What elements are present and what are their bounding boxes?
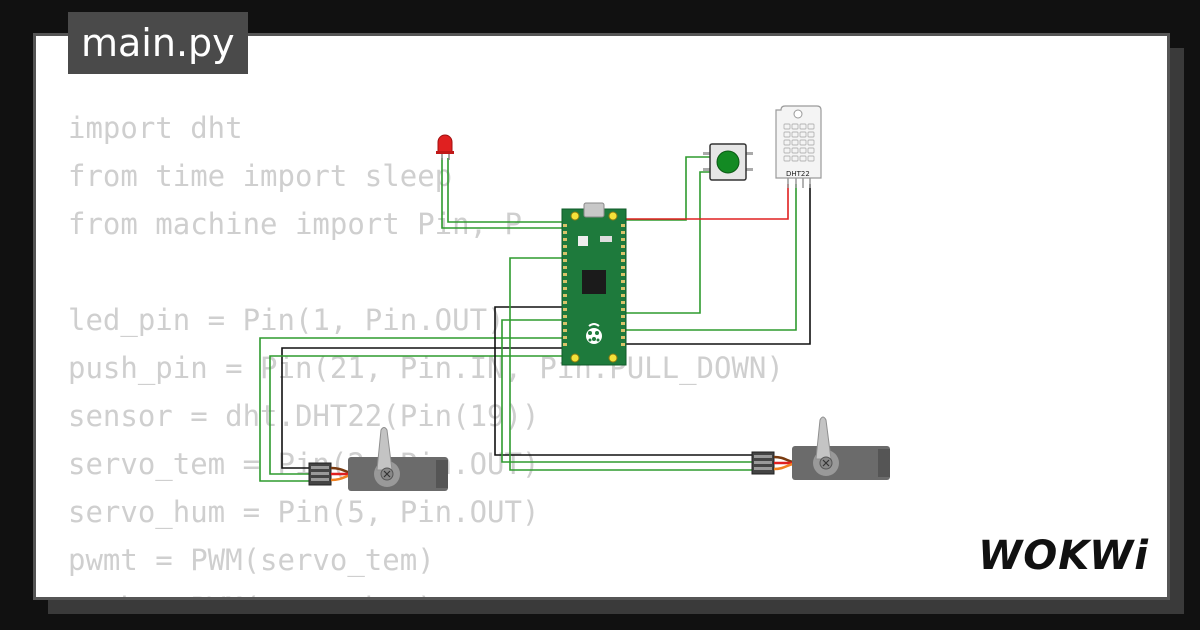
code-line: servo_hum = Pin(5, Pin.OUT) bbox=[68, 495, 540, 529]
dht22-sensor[interactable]: DHT22 bbox=[775, 105, 822, 188]
wire-led-cathode bbox=[447, 158, 568, 223]
code-line: from time import sleep bbox=[68, 159, 453, 193]
wire-button-b bbox=[622, 171, 712, 314]
led[interactable] bbox=[436, 134, 454, 160]
wires bbox=[259, 156, 811, 482]
wire-dht-data bbox=[622, 184, 797, 331]
preview-card: import dht from time import sleep from mac… bbox=[33, 33, 1170, 600]
wire-dht-gnd bbox=[622, 184, 811, 345]
wire-servo-tem-gnd bbox=[281, 347, 568, 469]
wire-servo-hum-gnd bbox=[494, 306, 755, 456]
wokwi-logo: WOKWi bbox=[978, 533, 1149, 579]
code-line: sensor = dht.DHT22(Pin(19)) bbox=[68, 399, 540, 433]
file-tab[interactable]: main.py bbox=[68, 12, 248, 74]
wire-servo-hum-vcc bbox=[501, 319, 755, 463]
code-line: led_pin = Pin(1, Pin.OUT) bbox=[68, 303, 505, 337]
wire-dht-vcc bbox=[622, 184, 789, 220]
circuit-diagram: DHT22 bbox=[259, 105, 890, 492]
servo-tem[interactable] bbox=[308, 427, 448, 492]
raspberry-logo-icon bbox=[586, 323, 602, 344]
dht22-label: DHT22 bbox=[786, 170, 810, 178]
code-line: pwmh = PWM(servo_hum) bbox=[68, 584, 784, 597]
wire-servo-tem-signal bbox=[269, 355, 568, 475]
wire-servo-tem-vcc bbox=[259, 337, 568, 482]
code-line: import dht bbox=[68, 111, 243, 145]
push-button[interactable] bbox=[703, 143, 753, 181]
wire-button-a bbox=[622, 156, 710, 221]
code-line: from machine import Pin, P bbox=[68, 207, 522, 241]
wire-servo-hum-signal bbox=[509, 257, 755, 471]
code-background: import dht from time import sleep from mac… bbox=[68, 104, 784, 597]
code-line: pwmt = PWM(servo_tem) bbox=[68, 543, 435, 577]
pico-board[interactable] bbox=[561, 202, 627, 366]
wire-led-anode bbox=[441, 158, 568, 229]
servo-hum[interactable] bbox=[751, 416, 890, 480]
